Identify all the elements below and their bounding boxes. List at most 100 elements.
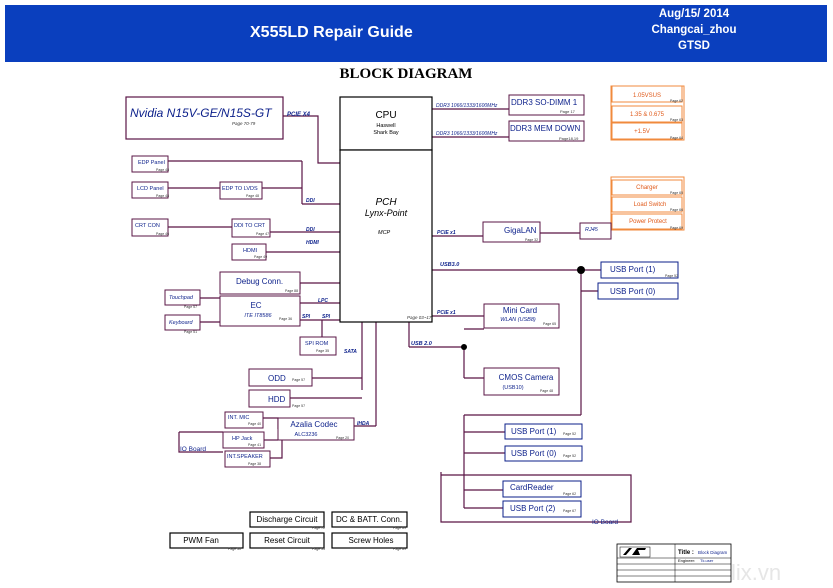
cmos-page: Page 48 bbox=[540, 389, 553, 393]
title-field-label: Title : bbox=[678, 550, 694, 556]
cmos-label: CMOS Camera bbox=[499, 373, 554, 382]
bus-pcie-x1-lan: PCIE x1 bbox=[437, 230, 456, 236]
spirom-box bbox=[299, 336, 337, 356]
power-15v-label: +1.5V bbox=[634, 129, 650, 135]
gpu-box bbox=[125, 96, 284, 140]
usb2-bot-box bbox=[502, 500, 582, 518]
touchpad-label: Touchpad bbox=[169, 295, 194, 301]
pch-sub: Lynx-Point bbox=[365, 208, 408, 218]
pwm-box bbox=[169, 532, 244, 549]
power-135-label: 1.35 & 0.675 bbox=[630, 112, 665, 118]
rj45-box bbox=[579, 222, 612, 240]
header-date: Aug/15/ 2014 bbox=[658, 8, 730, 20]
power-loadswitch-page: Page 66 bbox=[670, 208, 683, 212]
pch-label: PCH bbox=[375, 197, 397, 208]
edp-lvds-box bbox=[219, 181, 263, 200]
bus-sata: SATA bbox=[344, 349, 357, 355]
pwm-label: PWM Fan bbox=[183, 536, 219, 545]
bus-spi-2: SPI bbox=[322, 314, 331, 320]
keyboard-page: Page 51 bbox=[184, 330, 197, 334]
azalia-label: Azalia Codec bbox=[290, 420, 337, 429]
bus-spi: SPI bbox=[302, 314, 311, 320]
gigalan-box bbox=[482, 221, 541, 243]
power-1v05-label: 1.05VSUS bbox=[633, 93, 661, 99]
brand-logo-glyph bbox=[623, 548, 646, 555]
discharge-box bbox=[249, 511, 325, 528]
hdd-box bbox=[248, 389, 291, 408]
bus-ihda: IHDA bbox=[357, 421, 370, 427]
memdown-label: DDR3 MEM DOWN bbox=[510, 124, 580, 133]
lcd-panel-box bbox=[131, 181, 169, 199]
dcbatt-box bbox=[331, 511, 408, 528]
reset-label: Reset Circuit bbox=[264, 536, 311, 545]
screw-page: Page 89 bbox=[393, 547, 406, 551]
bus-ddi-1: DDI bbox=[306, 198, 315, 204]
pch-box bbox=[339, 149, 433, 323]
usb3-junction-dot bbox=[577, 266, 585, 274]
hdmi-label: HDMI bbox=[243, 248, 258, 254]
memdown-box bbox=[508, 120, 585, 142]
azalia-page: Page 20 bbox=[336, 436, 349, 440]
edp-lvds-label: EDP TO LVDS bbox=[222, 186, 258, 192]
usb1-top-page: Page 52 bbox=[665, 274, 678, 278]
minicard-page: Page 65 bbox=[543, 322, 556, 326]
power-loadswitch-label: Load Switch bbox=[634, 202, 667, 208]
cmos-sub: (USB10) bbox=[502, 385, 523, 391]
page-title: BLOCK DIAGRAM bbox=[339, 66, 473, 82]
hdmi-box bbox=[231, 243, 267, 261]
pwm-page: Page 50 bbox=[228, 547, 241, 551]
ddi-crt-label: DDI TO CRT bbox=[234, 223, 266, 229]
cpu-box bbox=[339, 96, 433, 151]
power-15v-page: Page 64 bbox=[670, 136, 683, 140]
usb0-mid-label: USB Port (0) bbox=[511, 449, 557, 458]
power-group: 1.05VSUS Page 62 1.35 & 0.675 Page 63 +1… bbox=[610, 85, 685, 231]
gpu-label: Nvidia N15V-GE/N15S-GT bbox=[130, 106, 273, 120]
engineer-field-label: Engineer: bbox=[678, 558, 695, 563]
sodimm-box bbox=[508, 94, 585, 116]
cardreader-page: Page 62 bbox=[563, 492, 576, 496]
crt-con-page: Page 46 bbox=[156, 232, 169, 236]
cardreader-box bbox=[502, 480, 582, 498]
hdd-label: HDD bbox=[268, 395, 286, 404]
usb0-top-label: USB Port (0) bbox=[610, 287, 656, 296]
watermark: lix.vn bbox=[731, 560, 781, 585]
cardreader-label: CardReader bbox=[510, 483, 554, 492]
gigalan-page: Page 32 bbox=[525, 238, 538, 242]
minicard-sub: WLAN (USB8) bbox=[500, 317, 536, 323]
int-speaker-label: INT.SPEAKER bbox=[227, 454, 263, 460]
edp-lvds-page: Page 48 bbox=[246, 194, 259, 198]
bus-ddi-2: DDI bbox=[306, 227, 315, 233]
header-meta: Aug/15/ 2014 Changcai_zhou GTSD bbox=[634, 6, 754, 54]
power-charger-label: Charger bbox=[636, 185, 658, 191]
usb0-mid-page: Page 52 bbox=[563, 454, 576, 458]
usb1-mid-page: Page 52 bbox=[563, 432, 576, 436]
bus-lpc: LPC bbox=[318, 298, 328, 304]
power-charger-box bbox=[611, 179, 683, 196]
power-135-box bbox=[611, 105, 683, 123]
power-135-page: Page 63 bbox=[670, 118, 683, 122]
keyboard-label: Keyboard bbox=[169, 320, 193, 326]
cpu-label: CPU bbox=[375, 110, 396, 121]
discharge-label: Discharge Circuit bbox=[257, 515, 319, 524]
minicard-label: Mini Card bbox=[503, 306, 537, 315]
debug-page: Page 88 bbox=[285, 289, 298, 293]
power-15v-box bbox=[611, 122, 683, 140]
rj45-label: RJ45 bbox=[585, 227, 599, 233]
cmos-box bbox=[483, 367, 560, 396]
usb2-junction-dot bbox=[461, 344, 467, 350]
gigalan-label: GigaLAN bbox=[504, 226, 537, 235]
usb0-top-box bbox=[597, 282, 679, 300]
int-mic-label: INT. MIC bbox=[228, 415, 249, 421]
memdown-page: Page18,19 bbox=[559, 136, 579, 141]
power-1v05-page: Page 62 bbox=[670, 99, 683, 103]
guide-title: X555LD Repair Guide bbox=[250, 24, 413, 41]
lcd-panel-page: Page 48 bbox=[156, 194, 169, 198]
bus-usb2: USB 2.0 bbox=[411, 341, 432, 347]
lcd-panel-label: LCD Panel bbox=[137, 186, 164, 192]
power-loadswitch-box bbox=[611, 196, 683, 213]
dcbatt-label: DC & BATT. Conn. bbox=[336, 515, 402, 524]
edp-panel-label: EDP Panel bbox=[138, 160, 165, 166]
gpu-page: Page 70-79 bbox=[232, 121, 256, 126]
crt-con-label: CRT CON bbox=[135, 223, 160, 229]
